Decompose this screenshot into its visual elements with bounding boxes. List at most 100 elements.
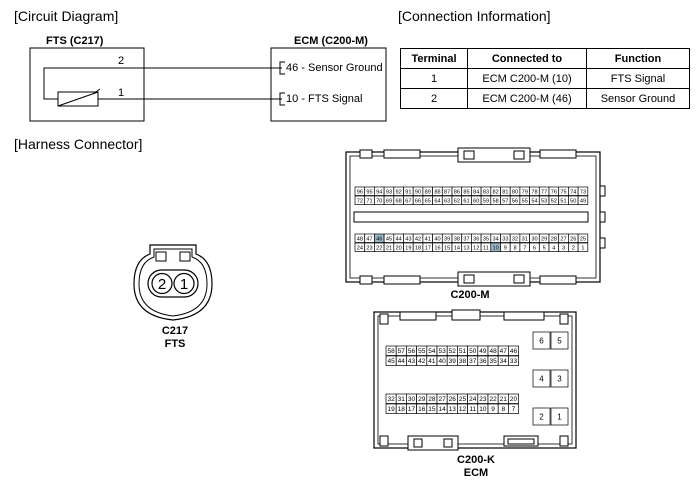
pin-label: 89	[425, 189, 431, 195]
pin-label: 18	[415, 245, 421, 251]
pin-label: 38	[459, 358, 467, 365]
pin-label: 40	[438, 358, 446, 365]
pin-label: 92	[396, 189, 402, 195]
harness-connector-title: [Harness Connector]	[14, 136, 143, 152]
cell-function: Sensor Ground	[586, 88, 690, 109]
pin-label: 69	[386, 198, 392, 204]
pin-label: 32	[512, 236, 518, 242]
pin-label: 8	[501, 406, 505, 413]
pin-label: 21	[386, 245, 392, 251]
pin-label: 25	[459, 396, 467, 403]
pin-label: 23	[366, 245, 372, 251]
pin-label: 86	[454, 189, 460, 195]
pin-label: 1	[557, 412, 562, 421]
table-row: 1 ECM C200-M (10) FTS Signal	[400, 68, 690, 89]
pin-cell	[532, 331, 551, 350]
pin-label: 11	[469, 406, 476, 413]
ecm-label: ECM	[463, 467, 489, 479]
pin-label: 42	[415, 236, 421, 242]
pin-label: 1	[581, 245, 584, 251]
pin-cell	[532, 369, 551, 388]
pin-label: 24	[357, 245, 363, 251]
pin-label: 73	[580, 189, 586, 195]
pin-label: 36	[473, 236, 479, 242]
pin-label: 8	[513, 245, 516, 251]
pin-label: 9	[504, 245, 507, 251]
pin-cell	[577, 233, 589, 243]
cell-terminal: 1	[400, 68, 468, 89]
pin-label: 31	[522, 236, 528, 242]
pin-label: 13	[463, 245, 469, 251]
pin-label: 5	[543, 245, 546, 251]
pin-label: 53	[438, 348, 446, 355]
pin-label: 59	[483, 198, 489, 204]
pin-label: 16	[418, 406, 426, 413]
pin-label: 81	[502, 189, 508, 195]
ecm-title: ECM (C200-M)	[294, 35, 368, 47]
pin-label: 6	[533, 245, 536, 251]
pin-label: 30	[531, 236, 537, 242]
pin-label: 52	[449, 348, 457, 355]
fts-title: FTS (C217)	[46, 35, 104, 47]
pin-label: 34	[493, 236, 499, 242]
pin-label: 25	[580, 236, 586, 242]
pin-cell	[550, 369, 569, 388]
fts-pin-2: 2	[118, 55, 125, 67]
pin-label: 29	[541, 236, 547, 242]
pin-label: 53	[541, 198, 547, 204]
ecm-box	[270, 47, 387, 122]
pin-label: 57	[502, 198, 508, 204]
pin-label: 51	[459, 348, 467, 355]
pin-label: 23	[479, 396, 487, 403]
pin-label: 78	[531, 189, 537, 195]
pin-label: 40	[434, 236, 440, 242]
pin-label: 58	[493, 198, 499, 204]
pin-label: 26	[449, 396, 457, 403]
c217-pin-1	[173, 272, 195, 295]
pin-label: 4	[539, 374, 544, 383]
pin-label: 88	[434, 189, 440, 195]
ecm-pin-46-label: 46 - Sensor Ground	[286, 62, 383, 74]
pin-label: 84	[473, 189, 479, 195]
pin-label: 60	[473, 198, 479, 204]
pin-label: 24	[469, 396, 477, 403]
ecm-pin-10-label: 10 - FTS Signal	[286, 93, 363, 105]
pin-label: 17	[425, 245, 431, 251]
c217-label: C217	[161, 325, 189, 337]
pin-label: 7	[512, 406, 516, 413]
pin-label: 21	[500, 396, 508, 403]
pin-label: 13	[449, 406, 457, 413]
pin-label: 55	[522, 198, 528, 204]
pin-label: 15	[428, 406, 436, 413]
pin-label: 3	[562, 245, 565, 251]
pin-label: 52	[551, 198, 557, 204]
cell-connected-to: ECM C200-M (46)	[467, 88, 587, 109]
table-row: 2 ECM C200-M (46) Sensor Ground	[400, 88, 690, 109]
c217-connector: 2 1	[133, 244, 213, 321]
pin-label: 10	[493, 245, 499, 251]
pin-label: 66	[415, 198, 421, 204]
pin-label: 62	[454, 198, 460, 204]
pin-cell	[577, 186, 589, 196]
pin-label: 37	[469, 358, 477, 365]
pin-label: 27	[560, 236, 566, 242]
pin-cell	[577, 242, 589, 252]
pin-label: 17	[408, 406, 416, 413]
pin-label: 90	[415, 189, 421, 195]
pin-label: 37	[463, 236, 469, 242]
pin-label: 39	[449, 358, 457, 365]
pin-label: 74	[570, 189, 576, 195]
pin-label: 49	[479, 348, 487, 355]
pin-label: 51	[560, 198, 566, 204]
pin-label: 2	[539, 412, 544, 421]
pin-label: 45	[386, 236, 392, 242]
pin-label: 16	[434, 245, 440, 251]
pin-label: 95	[366, 189, 372, 195]
circuit-diagram	[29, 47, 387, 122]
inner-wire-top	[43, 67, 144, 100]
pin-label: 33	[502, 236, 508, 242]
pin-label: 22	[376, 245, 382, 251]
pin-label: 15	[444, 245, 450, 251]
pin-label: 75	[560, 189, 566, 195]
pin-cell	[508, 345, 519, 356]
